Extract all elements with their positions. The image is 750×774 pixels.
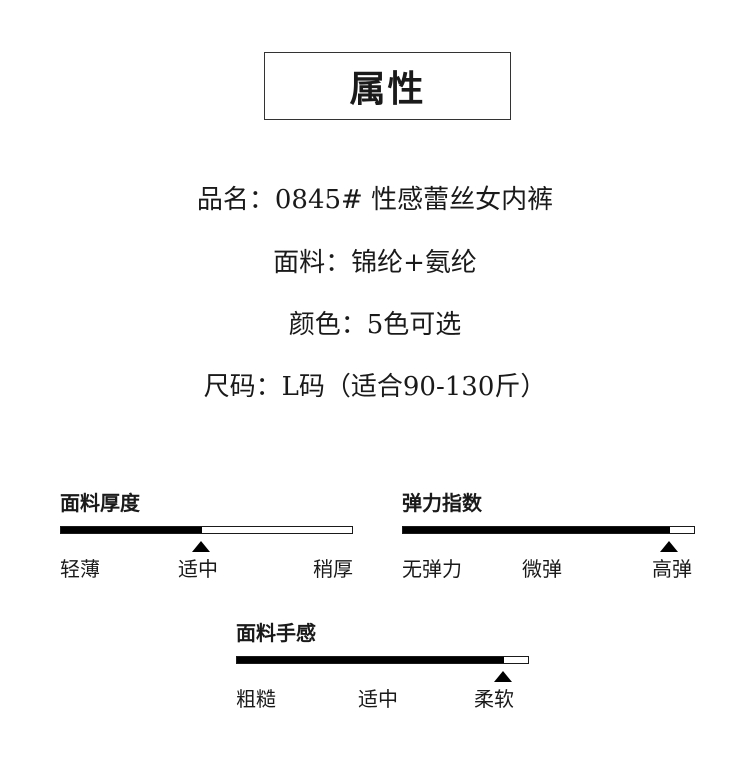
page-title-box: 属性 bbox=[264, 52, 511, 120]
scale-bar bbox=[402, 526, 695, 534]
scale-bar-fill bbox=[403, 527, 670, 533]
scale-hand-feel: 面料手感 粗糙 适中 柔软 bbox=[236, 620, 529, 720]
attribute-size: 尺码：L码（适合90-130斤） bbox=[0, 370, 750, 404]
attribute-value: 锦纶+氨纶 bbox=[351, 248, 477, 278]
attribute-value: L码（适合90-130斤） bbox=[281, 372, 547, 402]
scale-marker-triangle-icon bbox=[660, 541, 678, 552]
scale-label-low: 无弹力 bbox=[402, 557, 462, 581]
scale-title: 面料手感 bbox=[236, 621, 316, 645]
scale-bar bbox=[60, 526, 353, 534]
scale-label-mid: 微弹 bbox=[522, 557, 562, 581]
attribute-product-name: 品名：0845# 性感蕾丝女内裤 bbox=[0, 183, 750, 217]
scale-bar-fill bbox=[237, 657, 504, 663]
scale-bar bbox=[236, 656, 529, 664]
scale-label-mid: 适中 bbox=[358, 687, 398, 711]
attribute-label: 品名： bbox=[196, 185, 275, 215]
attribute-value: 5色可选 bbox=[366, 310, 462, 340]
scale-title: 面料厚度 bbox=[60, 491, 140, 515]
scale-label-high: 柔软 bbox=[474, 687, 514, 711]
page-title: 属性 bbox=[349, 68, 426, 110]
attribute-label: 面料： bbox=[273, 248, 352, 278]
scale-label-high: 稍厚 bbox=[313, 557, 353, 581]
scale-label-high: 高弹 bbox=[652, 557, 692, 581]
scale-marker-triangle-icon bbox=[192, 541, 210, 552]
attribute-label: 尺码： bbox=[203, 372, 282, 402]
scale-bar-fill bbox=[61, 527, 202, 533]
attribute-color: 颜色：5色可选 bbox=[0, 308, 750, 342]
scale-fabric-thickness: 面料厚度 轻薄 适中 稍厚 bbox=[60, 490, 353, 590]
attribute-label: 颜色： bbox=[288, 310, 367, 340]
scale-title: 弹力指数 bbox=[402, 491, 482, 515]
attribute-fabric: 面料：锦纶+氨纶 bbox=[0, 246, 750, 280]
scale-marker-triangle-icon bbox=[494, 671, 512, 682]
scale-label-low: 粗糙 bbox=[236, 687, 276, 711]
attribute-value: 0845# 性感蕾丝女内裤 bbox=[274, 185, 554, 215]
scale-label-low: 轻薄 bbox=[60, 557, 100, 581]
scale-label-mid: 适中 bbox=[178, 557, 218, 581]
scale-elasticity: 弹力指数 无弹力 微弹 高弹 bbox=[402, 490, 695, 590]
